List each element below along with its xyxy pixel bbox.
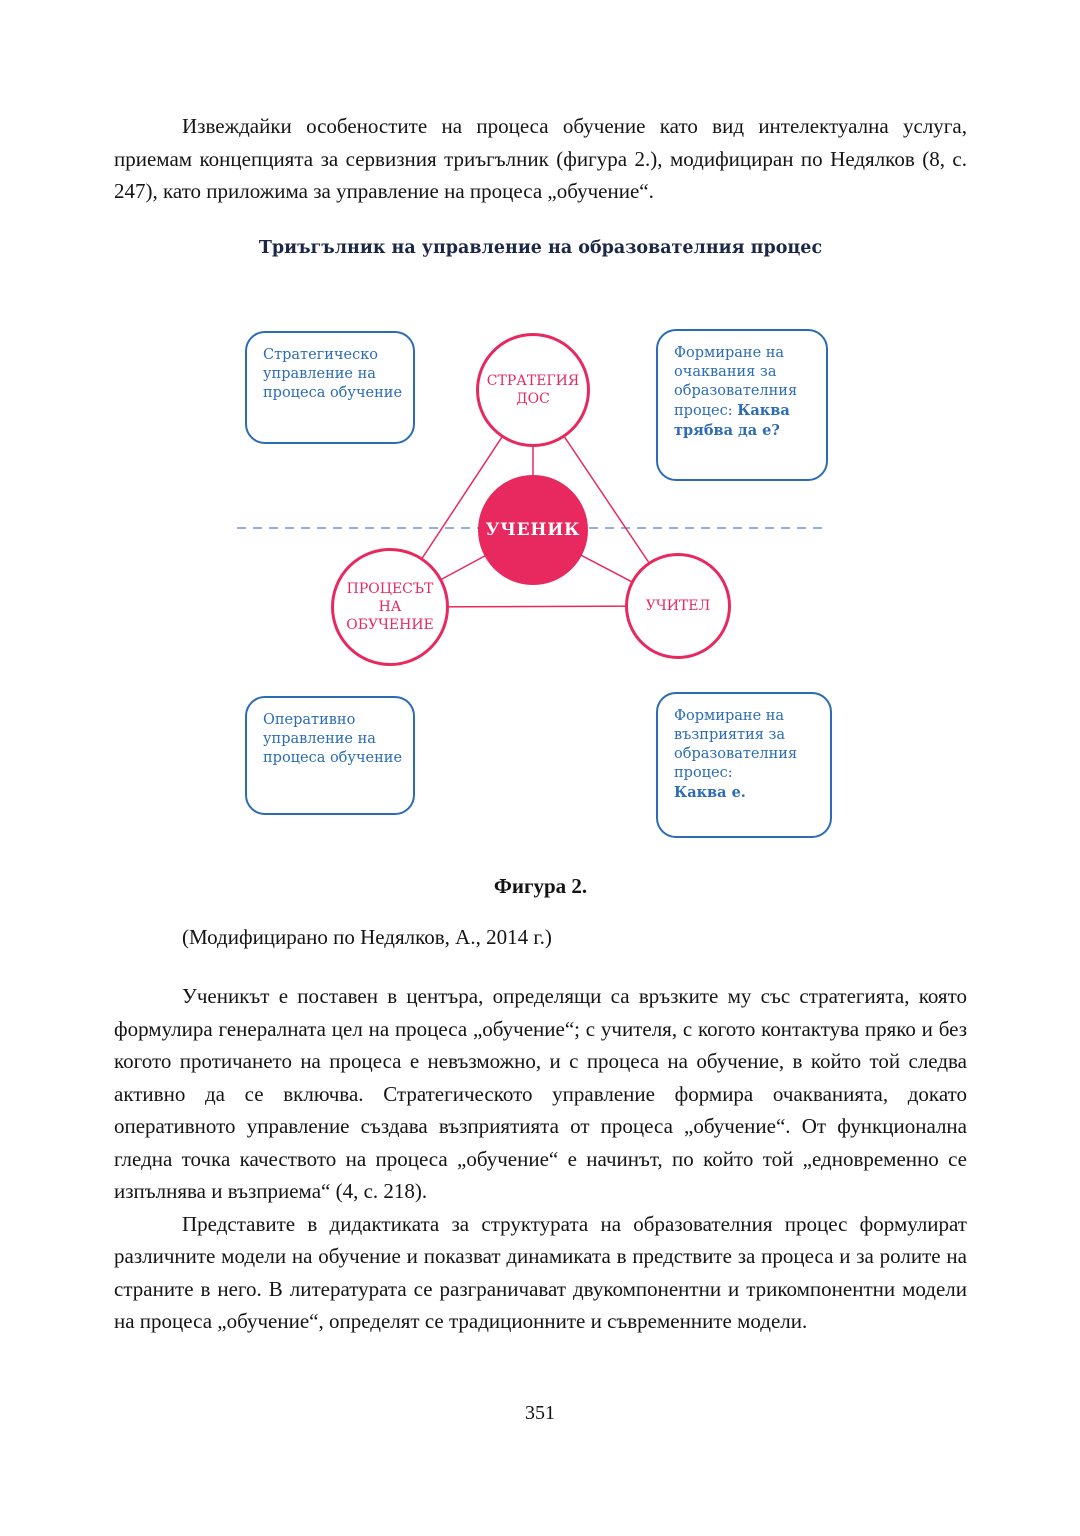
circle-teacher: УЧИТЕЛ	[625, 553, 731, 659]
page-number: 351	[525, 1402, 555, 1424]
box-perceptions: Формиране на възприятия за образователни…	[656, 692, 832, 838]
figure-source-note: (Модифицирано по Недялков, А., 2014 г.)	[182, 925, 552, 949]
box-perceptions-question: Каква е.	[674, 784, 746, 801]
box-expectations: Формиране на очаквания за образователния…	[656, 329, 828, 481]
circle-teacher-label: УЧИТЕЛ	[645, 597, 711, 614]
box-strategic-management-label: Стратегическо управление на процеса обуч…	[263, 347, 403, 401]
box-expectations-label: Формиране на очаквания за образователния…	[674, 345, 798, 419]
intro-block: Извеждайки особеностите на процеса обуче…	[114, 110, 967, 208]
circle-learning-process-label: ПРОЦЕСЪТ НА ОБУЧЕНИЕ	[346, 580, 434, 634]
circle-strategy: СТРАТЕГИЯ ДОС	[476, 333, 590, 447]
intro-paragraph: Извеждайки особеностите на процеса обуче…	[114, 114, 967, 203]
box-strategic-management: Стратегическо управление на процеса обуч…	[245, 331, 415, 444]
box-expectations-question: Каква трябва да е?	[674, 402, 790, 439]
circle-student: УЧЕНИК	[478, 475, 588, 585]
body-paragraph-2: Представите в дидактиката за структурата…	[114, 1211, 967, 1334]
box-operational-management-label: Оперативно управление на процеса обучени…	[263, 712, 403, 766]
body-text-block: Ученикът е поставен в центъра, определящ…	[114, 980, 967, 1338]
box-operational-management: Оперативно управление на процеса обучени…	[245, 696, 415, 815]
box-perceptions-label: Формиране на възприятия за образователни…	[674, 708, 798, 781]
circle-student-label: УЧЕНИК	[485, 519, 581, 540]
body-paragraph-1: Ученикът е поставен в центъра, определящ…	[114, 984, 967, 1203]
circle-strategy-label: СТРАТЕГИЯ ДОС	[486, 372, 580, 407]
figure-title: Триъгълник на управление на образователн…	[258, 238, 823, 258]
circle-learning-process: ПРОЦЕСЪТ НА ОБУЧЕНИЕ	[331, 548, 449, 666]
figure-caption: Фигура 2.	[493, 874, 588, 898]
